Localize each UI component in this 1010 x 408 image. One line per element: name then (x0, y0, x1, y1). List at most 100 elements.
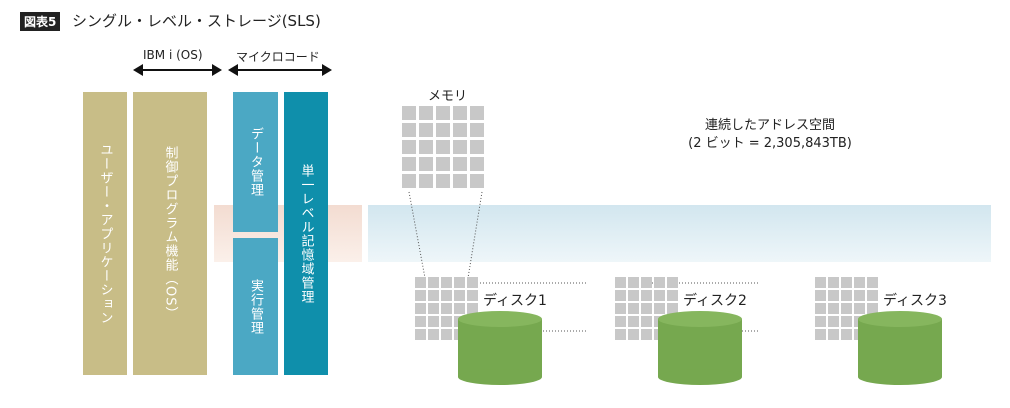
cache-cell (654, 290, 665, 301)
disk-label: ディスク1 (483, 293, 547, 309)
cache-cell (641, 303, 652, 314)
os-header: IBM i (OS) (143, 48, 203, 62)
cache-cell (415, 303, 426, 314)
exec-mgmt-column: 実行管理 (233, 238, 278, 375)
cache-cell (641, 329, 652, 340)
cache-cell (654, 277, 665, 288)
cache-cell (454, 277, 465, 288)
cache-cell (854, 290, 865, 301)
cache-cell (441, 316, 452, 327)
cache-cell (815, 316, 826, 327)
cache-cell (841, 316, 852, 327)
memory-cell (402, 123, 416, 137)
cache-cell (815, 329, 826, 340)
memory-cell (470, 174, 484, 188)
memory-grid (402, 106, 484, 188)
cache-cell (615, 303, 626, 314)
memory-cell (402, 157, 416, 171)
cache-cell (641, 277, 652, 288)
memory-cell (470, 140, 484, 154)
memory-left-connector (408, 191, 426, 279)
cache-cell (867, 303, 878, 314)
memory-cell (470, 157, 484, 171)
cache-cell (641, 290, 652, 301)
cache-cell (441, 277, 452, 288)
address-space-line2: (2 ビット = 2,305,843TB) (688, 136, 852, 151)
memory-cell (436, 174, 450, 188)
cache-cell (428, 277, 439, 288)
microcode-header: マイクロコード (236, 50, 320, 64)
cache-cell (428, 290, 439, 301)
cache-cell (415, 277, 426, 288)
disk-cylinder-icon (658, 311, 742, 385)
cache-cell (428, 303, 439, 314)
memory-cell (419, 174, 433, 188)
cache-cell (454, 290, 465, 301)
address-band-blue (368, 205, 991, 262)
cache-cell (454, 303, 465, 314)
memory-cell (470, 123, 484, 137)
figure-title: シングル・レベル・ストレージ(SLS) (72, 12, 321, 30)
memory-cell (453, 140, 467, 154)
exec-mgmt-label: 実行管理 (248, 278, 263, 335)
disk-cylinder-icon (458, 311, 542, 385)
microcode-arrow (228, 64, 332, 76)
cache-cell (441, 329, 452, 340)
memory-label: メモリ (428, 89, 468, 104)
disk-label: ディスク2 (683, 293, 747, 309)
single-level-label: 単一レベル記憶域管理 (298, 163, 314, 304)
cache-cell (854, 303, 865, 314)
disk-cylinder-icon (858, 311, 942, 385)
cache-cell (428, 329, 439, 340)
cache-cell (641, 316, 652, 327)
memory-cell (402, 174, 416, 188)
single-level-column: 単一レベル記憶域管理 (284, 92, 328, 375)
cache-cell (467, 277, 478, 288)
cache-cell (415, 316, 426, 327)
memory-cell (470, 106, 484, 120)
cache-cell (828, 277, 839, 288)
cache-cell (628, 303, 639, 314)
address-space-note: 連続したアドレス空間 (2 ビット = 2,305,843TB) (680, 117, 860, 153)
cache-cell (615, 316, 626, 327)
cache-cell (628, 329, 639, 340)
cache-cell (415, 290, 426, 301)
os-arrow (133, 64, 222, 76)
cache-cell (428, 316, 439, 327)
user-application-column: ユーザー・アプリケーション (83, 92, 127, 375)
memory-cell (419, 123, 433, 137)
cache-cell (467, 303, 478, 314)
memory-cell (402, 106, 416, 120)
memory-cell (419, 157, 433, 171)
cache-cell (615, 329, 626, 340)
cache-cell (828, 290, 839, 301)
cache-cell (615, 290, 626, 301)
memory-cell (436, 106, 450, 120)
cache-cell (828, 329, 839, 340)
cache-cell (667, 290, 678, 301)
address-space-line1: 連続したアドレス空間 (704, 118, 835, 133)
control-program-label: 制御プログラム機能（OS） (162, 146, 178, 321)
data-mgmt-column: データ管理 (233, 92, 278, 232)
cache-cell (815, 303, 826, 314)
memory-cell (436, 140, 450, 154)
cache-cell (854, 277, 865, 288)
memory-cell (419, 140, 433, 154)
cache-cell (654, 303, 665, 314)
memory-cell (453, 123, 467, 137)
cache-cell (867, 290, 878, 301)
disk-label: ディスク3 (883, 293, 947, 309)
cache-cell (667, 303, 678, 314)
cache-cell (828, 303, 839, 314)
cache-cell (841, 329, 852, 340)
memory-cell (453, 157, 467, 171)
cache-cell (815, 277, 826, 288)
data-mgmt-label: データ管理 (248, 127, 263, 197)
cache-cell (828, 316, 839, 327)
memory-cell (453, 106, 467, 120)
cache-cell (628, 290, 639, 301)
memory-right-connector (467, 191, 483, 279)
memory-cell (436, 123, 450, 137)
memory-cell (402, 140, 416, 154)
memory-cell (436, 157, 450, 171)
